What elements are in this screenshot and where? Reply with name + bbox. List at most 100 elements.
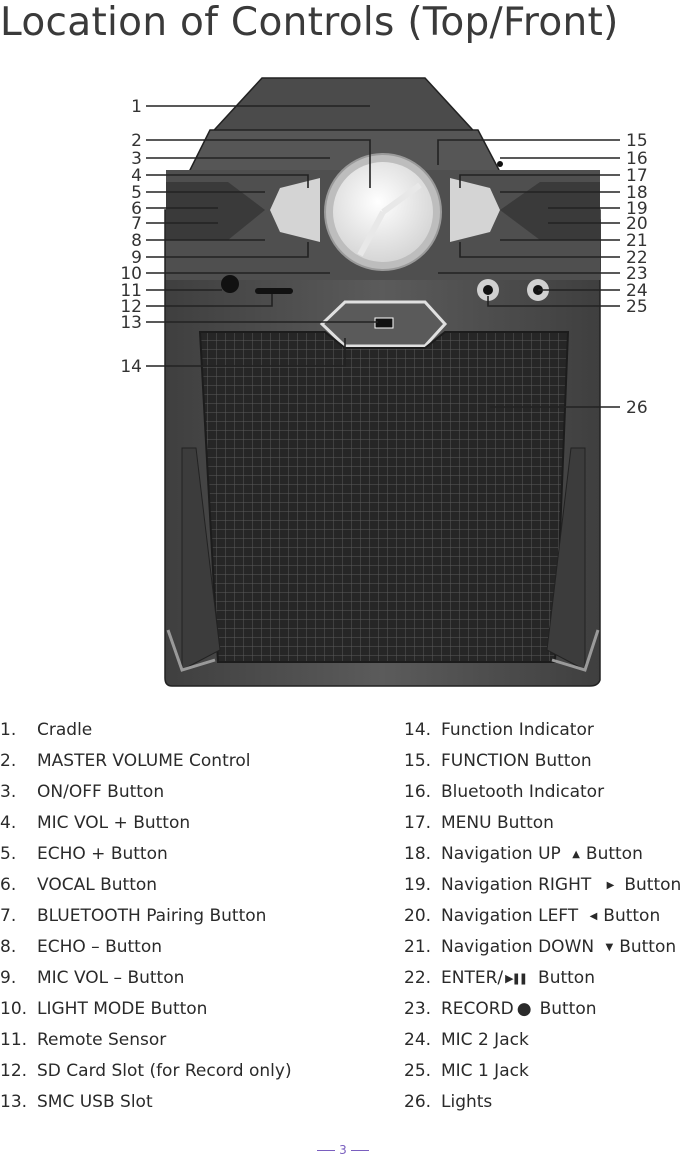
legend-label: MIC 2 Jack (441, 1030, 529, 1050)
legend-number: 2. (0, 751, 17, 771)
legend-item: 21. Navigation DOWN ▼ Button (404, 932, 686, 963)
legend-number: 10. (0, 999, 28, 1019)
legend-number: 17. (404, 813, 432, 833)
legend-number: 15. (404, 751, 432, 771)
triangle-left-icon: ◀ (589, 911, 598, 922)
legend-number: 7. (0, 906, 17, 926)
legend-label: MENU Button (441, 813, 554, 833)
legend-item: 17. MENU Button (404, 808, 686, 839)
legend-number: 9. (0, 968, 17, 988)
legend-number: 18. (404, 844, 432, 864)
callout-8: 8 (131, 231, 142, 251)
play-pause-icon: ▶❚❚ (505, 972, 528, 985)
legend-item: 16.Bluetooth Indicator (404, 777, 686, 808)
legend-label: Navigation RIGHT (441, 875, 592, 895)
legend-number: 1. (0, 720, 17, 740)
legend-item: 18. Navigation UP ▲ Button (404, 839, 686, 870)
legend-item: 15. FUNCTION Button (404, 746, 686, 777)
light-right (546, 447, 586, 671)
legend-number: 6. (0, 875, 17, 895)
bluetooth-indicator (497, 161, 503, 167)
legend-right: 14. Function Indicator 15. FUNCTION Button… (404, 715, 686, 1118)
legend-item: 25.MIC 1 Jack (404, 1056, 686, 1087)
legend-item: 14. Function Indicator (404, 715, 686, 746)
page-title: Location of Controls (Top/Front) (0, 0, 619, 45)
legend-label: FUNCTION Button (441, 751, 592, 771)
legend-suffix: Button (619, 937, 677, 957)
legend-label: MASTER VOLUME Control (37, 751, 251, 771)
legend-item: 3. ON/OFF Button (0, 777, 300, 808)
legend-label: Bluetooth Indicator (441, 782, 605, 802)
light-left (181, 447, 221, 671)
legend-item: 24. MIC 2 Jack (404, 1025, 686, 1056)
callout-1: 1 (131, 97, 142, 117)
legend-label: ON/OFF Button (37, 782, 165, 802)
legend-suffix: Button (538, 968, 595, 988)
legend-suffix: Button (603, 906, 661, 926)
legend-label: MIC VOL + Button (37, 813, 191, 833)
legend-item: 13. SMC USB Slot (0, 1087, 300, 1118)
legend-number: 3. (0, 782, 17, 802)
legend-number: 11. (0, 1030, 28, 1050)
legend-number: 5. (0, 844, 17, 864)
legend-number: 14. (404, 720, 432, 740)
callout-17: 17 (626, 166, 648, 186)
legend-label: VOCAL Button (37, 875, 158, 895)
legend-item: 5.ECHO + Button (0, 839, 300, 870)
callout-20: 20 (626, 214, 648, 234)
legend-number: 26. (404, 1092, 432, 1112)
legend-label: Navigation UP (441, 844, 561, 864)
legend-number: 22. (404, 968, 432, 988)
speaker-grill (198, 331, 570, 663)
legend-label: Navigation DOWN (441, 937, 595, 957)
page-footer: 3 (0, 1143, 686, 1157)
legend-label: MIC VOL – Button (37, 968, 185, 988)
legend-number: 24. (404, 1030, 432, 1050)
callout-23: 23 (626, 264, 648, 284)
legend-suffix: Button (539, 999, 597, 1019)
legend-label: ECHO – Button (37, 937, 163, 957)
speaker-diagram: 1 2 3 4 5 6 7 8 9 10 11 12 13 14 15 16 1… (0, 70, 686, 695)
callouts-left: 1 2 3 4 5 6 7 8 9 10 11 12 13 14 (120, 97, 142, 377)
callout-24: 24 (626, 281, 648, 301)
legend-item: 12. SD Card Slot (for Record only) (0, 1056, 300, 1087)
callout-11: 11 (120, 281, 142, 301)
sd-card-slot (255, 288, 293, 294)
callout-19: 19 (626, 199, 648, 219)
callout-12: 12 (120, 297, 142, 317)
callout-4: 4 (131, 166, 142, 186)
legend-suffix: Button (585, 844, 643, 864)
callout-25: 25 (626, 297, 648, 317)
triangle-right-icon: ▶ (606, 880, 615, 891)
callout-10: 10 (120, 264, 142, 284)
right-leader-lines (437, 139, 620, 408)
legend-label: Function Indicator (441, 720, 594, 740)
remote-sensor (221, 275, 239, 293)
legend-number: 20. (404, 906, 432, 926)
legend-number: 13. (0, 1092, 28, 1112)
legend-item: 8.ECHO – Button (0, 932, 300, 963)
legend-number: 12. (0, 1061, 28, 1081)
triangle-down-icon: ▼ (605, 942, 614, 953)
callout-6: 6 (131, 199, 142, 219)
legend-item: 9. MIC VOL – Button (0, 963, 300, 994)
legend-item: 22. ENTER/▶❚❚ Button (404, 963, 686, 994)
legend-label: SD Card Slot (for Record only) (37, 1061, 292, 1081)
legend-item: 1.Cradle (0, 715, 300, 746)
callout-9: 9 (131, 248, 142, 268)
legend-label: Lights (441, 1092, 493, 1112)
callout-21: 21 (626, 231, 648, 251)
left-leader-lines (146, 105, 378, 367)
callout-22: 22 (626, 248, 648, 268)
footer-dash-right (350, 1150, 369, 1151)
legend-label: BLUETOOTH Pairing Button (37, 906, 267, 926)
record-dot-icon: ● (516, 999, 532, 1019)
triangle-up-icon: ▲ (572, 849, 580, 860)
legend-number: 21. (404, 937, 432, 957)
callout-2: 2 (131, 131, 142, 151)
legend-label: SMC USB Slot (37, 1092, 153, 1112)
legend-label: ENTER/ (441, 968, 504, 988)
legend-item: 10.LIGHT MODE Button (0, 994, 300, 1025)
speaker-illustration: 1 2 3 4 5 6 7 8 9 10 11 12 13 14 15 16 1… (120, 77, 648, 687)
page-number: 3 (339, 1143, 347, 1157)
